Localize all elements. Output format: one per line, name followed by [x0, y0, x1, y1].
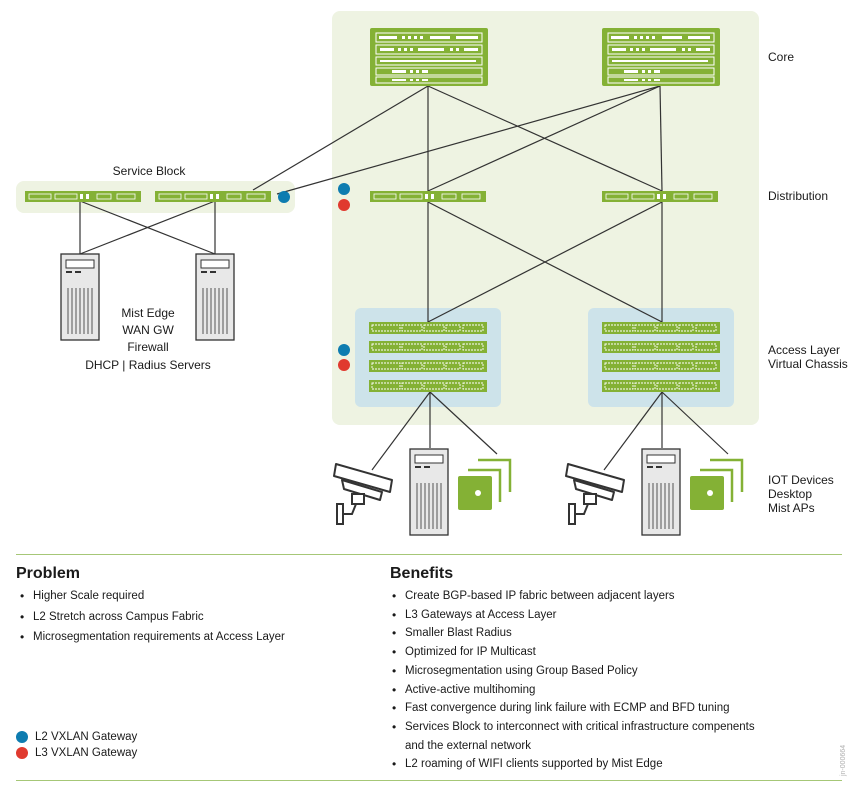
service-server-2	[195, 253, 235, 341]
service-block-l2-dot	[278, 191, 290, 203]
legend-l2: L2 VXLAN Gateway	[16, 729, 137, 745]
list-item: Create BGP-based IP fabric between adjac…	[390, 587, 755, 606]
list-item: L3 Gateways at Access Layer	[390, 606, 755, 625]
service-block-switch-2	[154, 190, 272, 203]
service-server-line: Firewall	[127, 340, 168, 354]
benefits-title: Benefits	[390, 565, 454, 582]
access-label-line1: Access Layer	[768, 343, 840, 357]
service-block-title: Service Block	[113, 164, 187, 178]
access-switch-1a	[368, 321, 488, 335]
list-item: Services Block to interconnect with crit…	[390, 718, 755, 737]
desktop-icon	[409, 448, 449, 536]
legend-l3: L3 VXLAN Gateway	[16, 745, 137, 761]
distribution-switch-2	[601, 190, 719, 203]
access-switch-2a	[601, 321, 721, 335]
distribution-label: Distribution	[768, 189, 828, 203]
access-switch-2b	[601, 340, 721, 354]
core-router-2	[601, 27, 721, 87]
access-l3-dot	[338, 359, 350, 371]
benefits-list: Create BGP-based IP fabric between adjac…	[390, 587, 755, 774]
access-switch-1d	[368, 379, 488, 393]
access-switch-1c	[368, 359, 488, 373]
l3-gateway-dot	[16, 747, 28, 759]
access-switch-1b	[368, 340, 488, 354]
service-server-1	[60, 253, 100, 341]
service-server-line: Mist Edge	[121, 306, 175, 320]
access-l2-dot	[338, 344, 350, 356]
core-router-1	[369, 27, 489, 87]
divider-bottom	[16, 780, 842, 781]
desktop-icon	[641, 448, 681, 536]
mist-ap-icon	[688, 458, 744, 512]
list-item: Smaller Blast Radius	[390, 624, 755, 643]
fabric-links	[79, 85, 729, 471]
campus-fabric-diagram: Core Distribution Access Layer Virtual C…	[16, 11, 848, 536]
legend-l3-label: L3 VXLAN Gateway	[35, 747, 138, 759]
doc-id: jn-000664	[840, 744, 847, 776]
endpoints-label-line1: IOT Devices	[768, 473, 834, 487]
problem-title: Problem	[16, 565, 81, 582]
l2-gateway-dot	[16, 731, 28, 743]
distribution-l3-dot	[338, 199, 350, 211]
distribution-l2-dot	[338, 183, 350, 195]
core-label: Core	[768, 50, 794, 64]
list-item: L2 Stretch across Campus Fabric	[18, 608, 285, 627]
endpoints-label-line2: Desktop	[768, 487, 812, 501]
list-item: Higher Scale required	[18, 587, 285, 606]
list-item-continuation: and the external network	[405, 739, 531, 752]
service-server-line: WAN GW	[122, 323, 174, 337]
service-server-line: DHCP | Radius Servers	[85, 358, 211, 372]
camera-icon	[333, 463, 393, 525]
access-label-line2: Virtual Chassis	[768, 357, 848, 371]
list-item: Active-active multihoming	[390, 681, 755, 700]
mist-ap-icon	[456, 458, 512, 512]
distribution-switch-1	[369, 190, 487, 203]
list-item: Fast convergence during link failure wit…	[390, 699, 755, 718]
access-switch-2c	[601, 359, 721, 373]
list-item: Microsegmentation requirements at Access…	[18, 628, 285, 647]
access-switch-2d	[601, 379, 721, 393]
list-item: Optimized for IP Multicast	[390, 643, 755, 662]
legend-l2-label: L2 VXLAN Gateway	[35, 731, 138, 743]
service-block-switch-1	[24, 190, 142, 203]
endpoints-label-line3: Mist APs	[768, 501, 815, 515]
list-item: Microsegmentation using Group Based Poli…	[390, 662, 755, 681]
problem-list: Higher Scale required L2 Stretch across …	[18, 587, 285, 647]
list-item: L2 roaming of WIFI clients supported by …	[390, 755, 755, 774]
divider-top	[16, 554, 842, 555]
camera-icon	[565, 463, 625, 525]
